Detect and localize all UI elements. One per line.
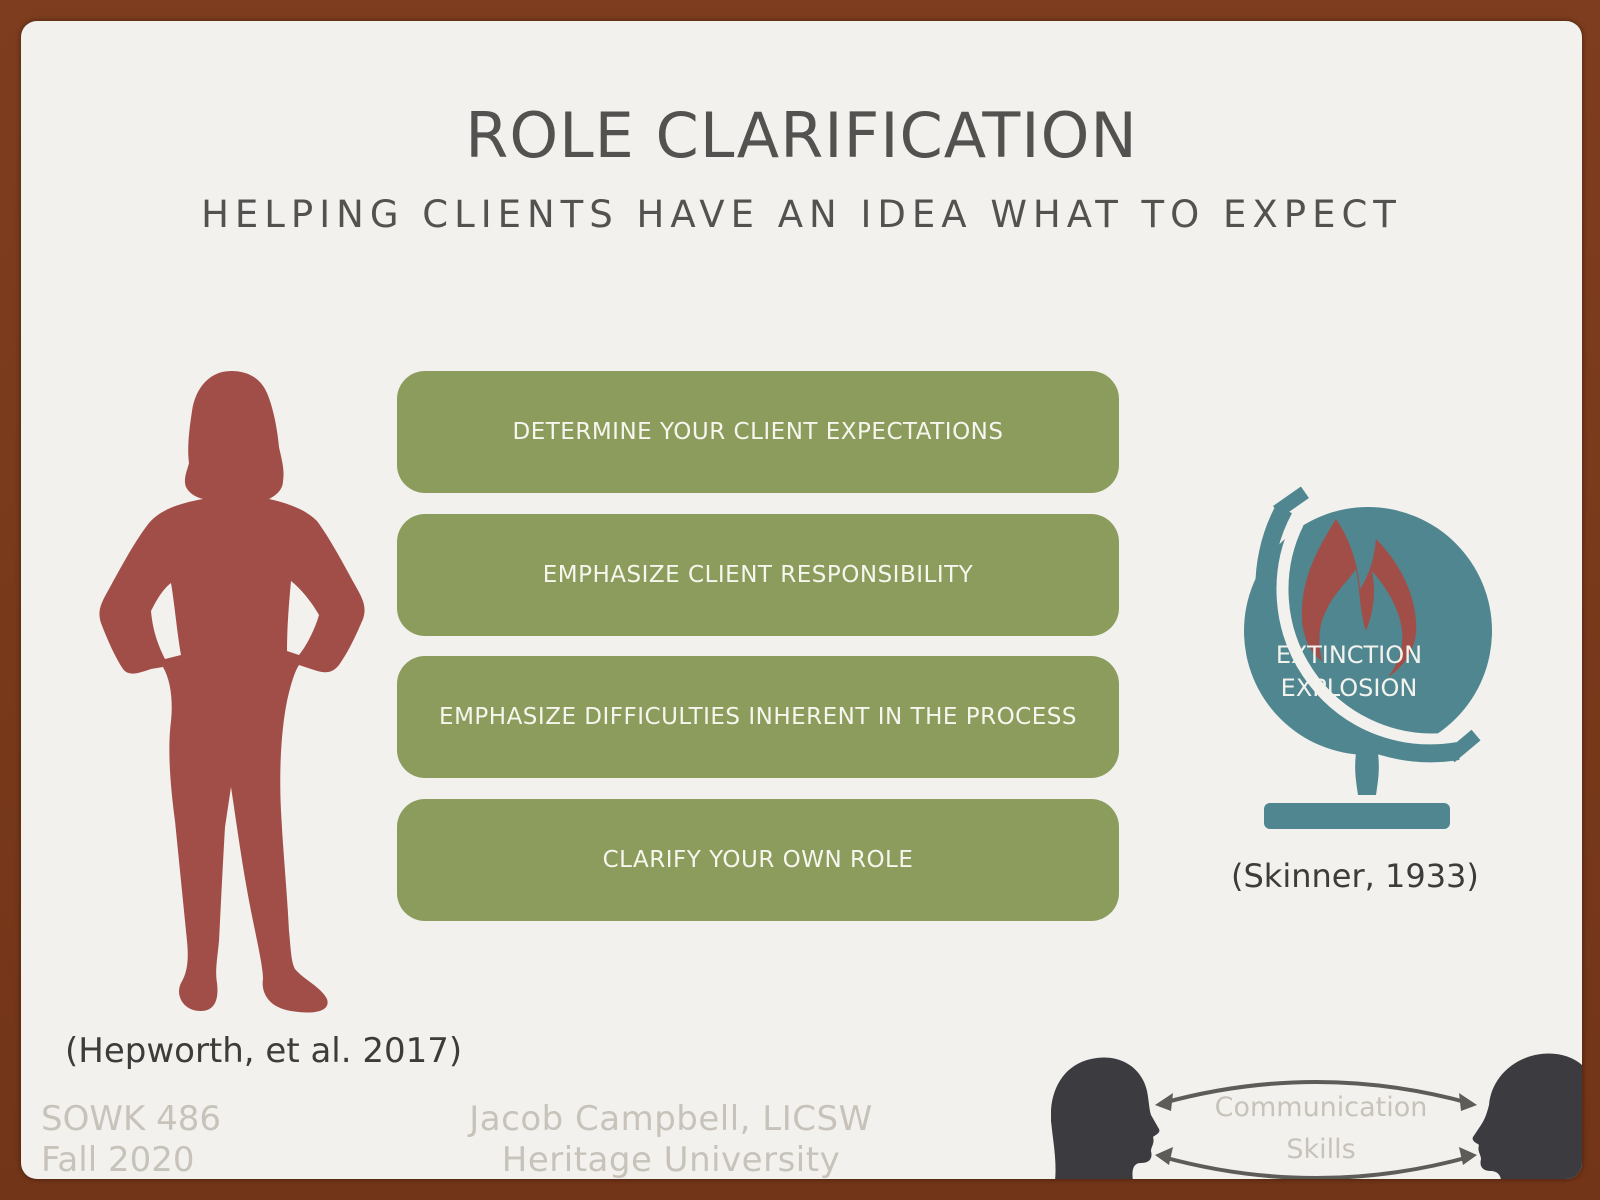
course-code: SOWK 486 [41, 1099, 221, 1139]
communication-skills-label: Communication Skills [1186, 1087, 1456, 1171]
author-info: Jacob Campbell, LICSW Heritage Universit… [441, 1099, 901, 1179]
step-box-difficulties: EMPHASIZE DIFFICULTIES INHERENT IN THE P… [397, 656, 1119, 778]
institution-name: Heritage University [501, 1140, 841, 1179]
step-label: EMPHASIZE DIFFICULTIES INHERENT IN THE P… [439, 704, 1077, 730]
globe-label: EXTINCTION EXPLOSION [1238, 639, 1460, 705]
left-citation: (Hepworth, et al. 2017) [65, 1031, 463, 1071]
slide: ROLE CLARIFICATION HELPING CLIENTS HAVE … [21, 21, 1582, 1179]
globe-fire-icon [1244, 486, 1492, 829]
author-name: Jacob Campbell, LICSW [469, 1099, 873, 1139]
step-label: EMPHASIZE CLIENT RESPONSIBILITY [542, 562, 974, 588]
globe-label-line1: EXTINCTION [1275, 641, 1423, 669]
right-citation: (Skinner, 1933) [1231, 857, 1479, 895]
comm-label-line2: Skills [1286, 1134, 1356, 1165]
globe-label-line2: EXPLOSION [1280, 674, 1418, 702]
communication-heads-icon [1051, 1053, 1582, 1179]
course-info: SOWK 486 Fall 2020 [41, 1099, 221, 1179]
step-box-client-responsibility: EMPHASIZE CLIENT RESPONSIBILITY [397, 514, 1119, 636]
step-label: CLARIFY YOUR OWN ROLE [602, 847, 914, 873]
course-term: Fall 2020 [41, 1140, 195, 1179]
step-label: DETERMINE YOUR CLIENT EXPECTATIONS [512, 419, 1004, 445]
woman-silhouette-icon [99, 371, 365, 1013]
comm-label-line1: Communication [1214, 1092, 1428, 1123]
step-box-determine-expectations: DETERMINE YOUR CLIENT EXPECTATIONS [397, 371, 1119, 493]
slide-subtitle: HELPING CLIENTS HAVE AN IDEA WHAT TO EXP… [201, 193, 1402, 236]
slide-title: ROLE CLARIFICATION [465, 99, 1138, 172]
step-box-clarify-role: CLARIFY YOUR OWN ROLE [397, 799, 1119, 921]
